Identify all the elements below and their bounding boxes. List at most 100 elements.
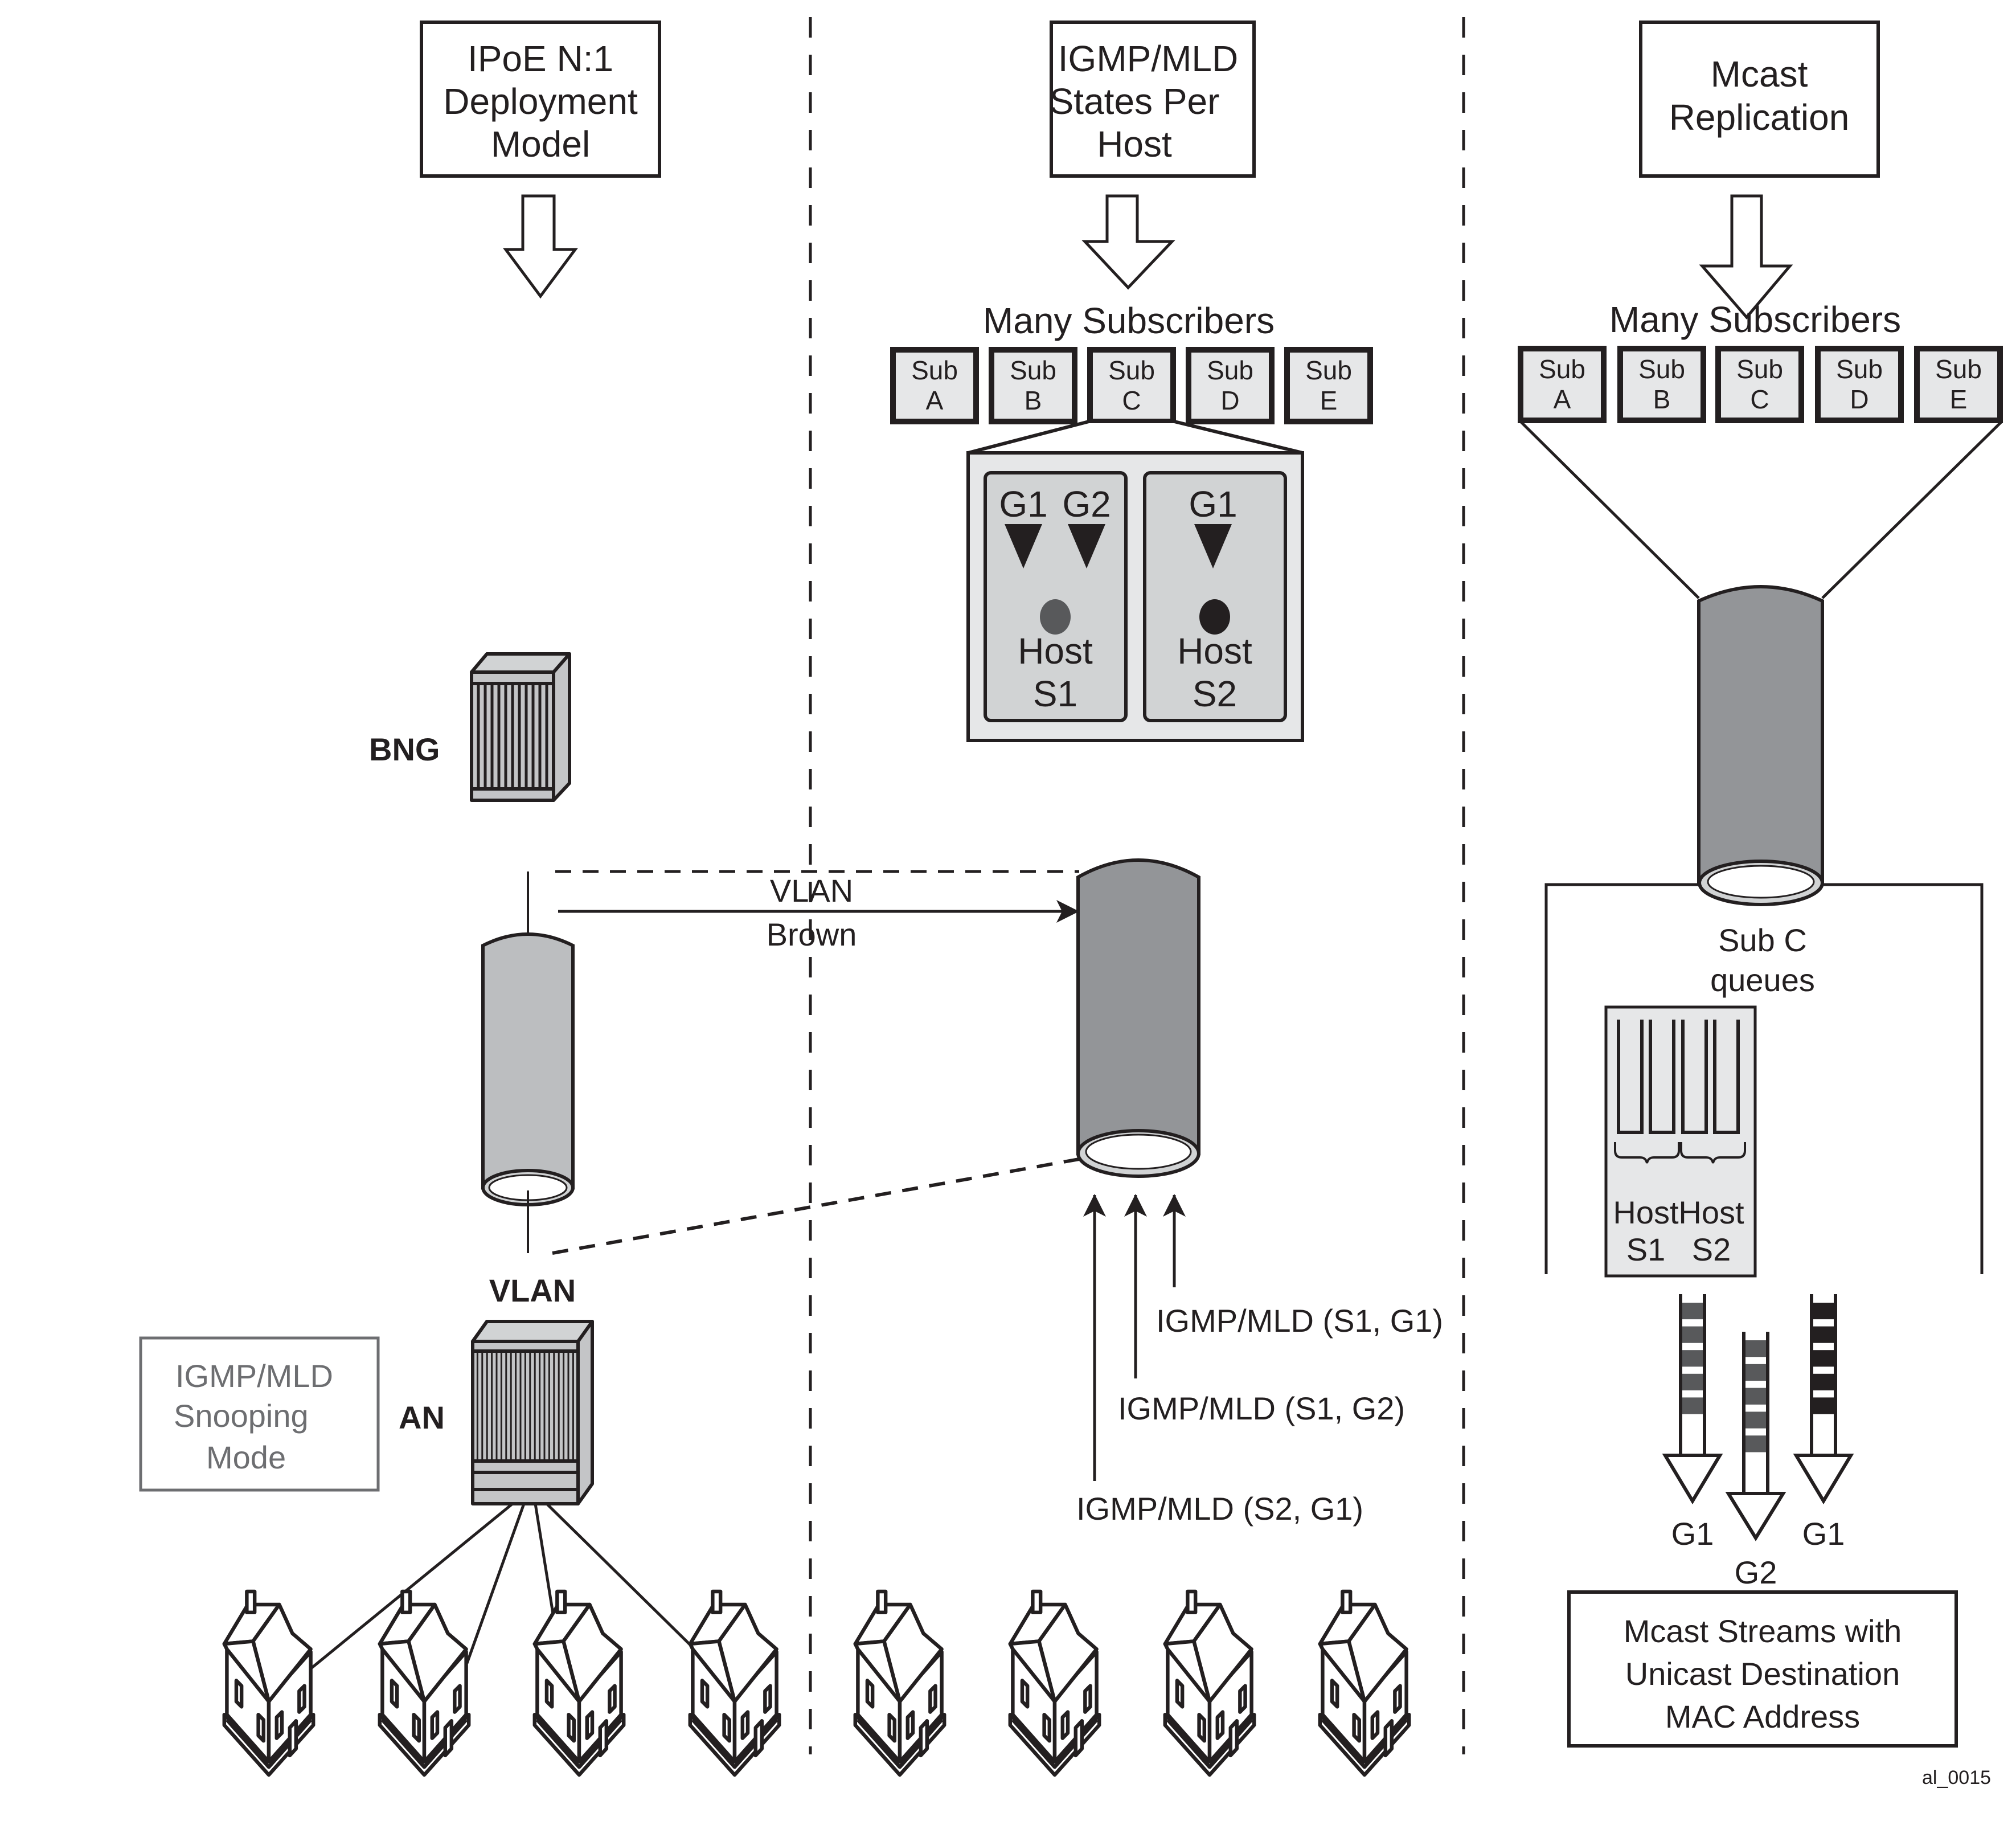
middle-title-line2: States Per <box>1050 81 1220 122</box>
mcast-stream-1: G1 <box>1662 1294 1723 1552</box>
vlan-label: VLAN <box>489 1272 576 1308</box>
result-line3: MAC Address <box>1665 1699 1860 1734</box>
queue-braces <box>1614 1142 1746 1164</box>
right-title-line2: Replication <box>1669 97 1850 138</box>
host-dot-icon <box>1199 599 1230 635</box>
sub-label-line2: E <box>1950 384 1968 414</box>
left-title-line2: Deployment <box>443 81 638 122</box>
sub-label-line2: B <box>1025 386 1042 415</box>
group-join-triangle-icon <box>1068 524 1105 568</box>
middle-subscribers-heading: Many Subscribers <box>983 300 1275 341</box>
left-title-line1: IPoE N:1 <box>468 38 613 79</box>
vlan-pipe-left <box>481 932 575 1206</box>
right-title-box: Mcast Replication <box>1639 21 1880 178</box>
stream-packet <box>1744 1435 1768 1452</box>
sub-label-line1: Sub <box>1539 354 1585 384</box>
sub-label-line1: Sub <box>1108 355 1155 385</box>
stream-packet <box>1681 1373 1704 1390</box>
vlan-arrow-label-line2: Brown <box>767 916 857 952</box>
queue-host-s2-line1: Host <box>1678 1194 1744 1230</box>
stream-packet <box>1812 1326 1835 1343</box>
right-title-line1: Mcast <box>1711 54 1808 95</box>
queue-host-s2-line2: S2 <box>1692 1231 1731 1267</box>
host-label-line2: S1 <box>1033 673 1077 714</box>
sub-label-line2: E <box>1320 386 1338 415</box>
queues-label-line2: queues <box>1710 962 1815 998</box>
stream-packet <box>1812 1397 1835 1414</box>
sub-label-line2: C <box>1750 384 1769 414</box>
snooping-line1: IGMP/MLD <box>175 1358 333 1394</box>
mcast-stream-3: G1 <box>1793 1294 1854 1552</box>
queue-host-s1-line1: Host <box>1613 1194 1679 1230</box>
left-title-box: IPoE N:1 Deployment Model <box>420 21 661 178</box>
stream-packet <box>1744 1340 1768 1357</box>
vlan-pipe-middle <box>1076 858 1200 1178</box>
middle-house-icon <box>1165 1591 1254 1775</box>
left-house-icon <box>535 1591 624 1775</box>
snooping-mode-box: IGMP/MLD Snooping Mode <box>139 1336 380 1492</box>
mcast-stream-2: G2 <box>1725 1332 1786 1590</box>
bng-router-icon <box>470 652 571 802</box>
sub-label-line1: Sub <box>1305 355 1352 385</box>
igmp-report-s1-g1: IGMP/MLD (S1, G1) <box>1156 1303 1443 1339</box>
stream-packet <box>1812 1350 1835 1367</box>
group-label: G1 <box>1189 484 1237 525</box>
host-label-line1: Host <box>1018 631 1093 672</box>
middle-house-icon <box>855 1591 944 1775</box>
stream-packet <box>1681 1397 1704 1414</box>
sub-label-line1: Sub <box>1638 354 1685 384</box>
sub-label-line1: Sub <box>1836 354 1883 384</box>
sub-label-line1: Sub <box>1010 355 1056 385</box>
stream-packet <box>1681 1326 1704 1343</box>
left-house-icon <box>690 1591 779 1775</box>
host-label-line1: Host <box>1177 631 1252 672</box>
sub-label-line2: C <box>1122 386 1141 415</box>
result-box: Mcast Streams with Unicast Destination M… <box>1567 1590 1958 1748</box>
middle-house-icon <box>1320 1591 1409 1775</box>
queue-buffers <box>1617 1020 1740 1134</box>
stream-packet <box>1681 1303 1704 1320</box>
stream-packet <box>1744 1388 1768 1405</box>
stream-label: G1 <box>1671 1516 1714 1552</box>
group-label: G1 <box>999 484 1047 525</box>
hollow-down-arrow-icon <box>1081 194 1175 290</box>
sub-label-line2: A <box>1554 384 1571 414</box>
sub-label-line1: Sub <box>1736 354 1783 384</box>
queue-s2-2 <box>1713 1020 1740 1134</box>
stream-label: G2 <box>1735 1554 1777 1590</box>
group-join-triangle-icon <box>1194 524 1232 568</box>
left-house-icon <box>380 1591 469 1775</box>
middle-house-icon <box>1010 1591 1099 1775</box>
group-label: G2 <box>1062 484 1111 525</box>
host-dot-icon <box>1040 599 1071 635</box>
stream-label: G1 <box>1802 1516 1845 1552</box>
access-node-icon <box>471 1320 594 1505</box>
stream-packet <box>1744 1364 1768 1381</box>
stream-packet <box>1681 1350 1704 1367</box>
middle-title-box: IGMP/MLD States Per Host <box>1050 21 1256 178</box>
result-line1: Mcast Streams with <box>1624 1613 1902 1649</box>
figure-id: al_0015 <box>1922 1767 1991 1789</box>
middle-title-line3: Host <box>1097 124 1172 165</box>
sub-label-line2: A <box>926 386 944 415</box>
sub-label-line2: B <box>1653 384 1671 414</box>
left-house-icon <box>224 1591 313 1775</box>
stream-packet <box>1744 1411 1768 1429</box>
group-join-triangle-icon <box>1005 524 1042 568</box>
vlan-arrow-label-line1: VLAN <box>770 873 853 909</box>
snooping-line2: Snooping <box>174 1398 309 1434</box>
middle-title-line1: IGMP/MLD <box>1058 38 1238 79</box>
host-label-line2: S2 <box>1193 673 1237 714</box>
result-line2: Unicast Destination <box>1625 1656 1900 1692</box>
sub-label-line1: Sub <box>911 355 958 385</box>
